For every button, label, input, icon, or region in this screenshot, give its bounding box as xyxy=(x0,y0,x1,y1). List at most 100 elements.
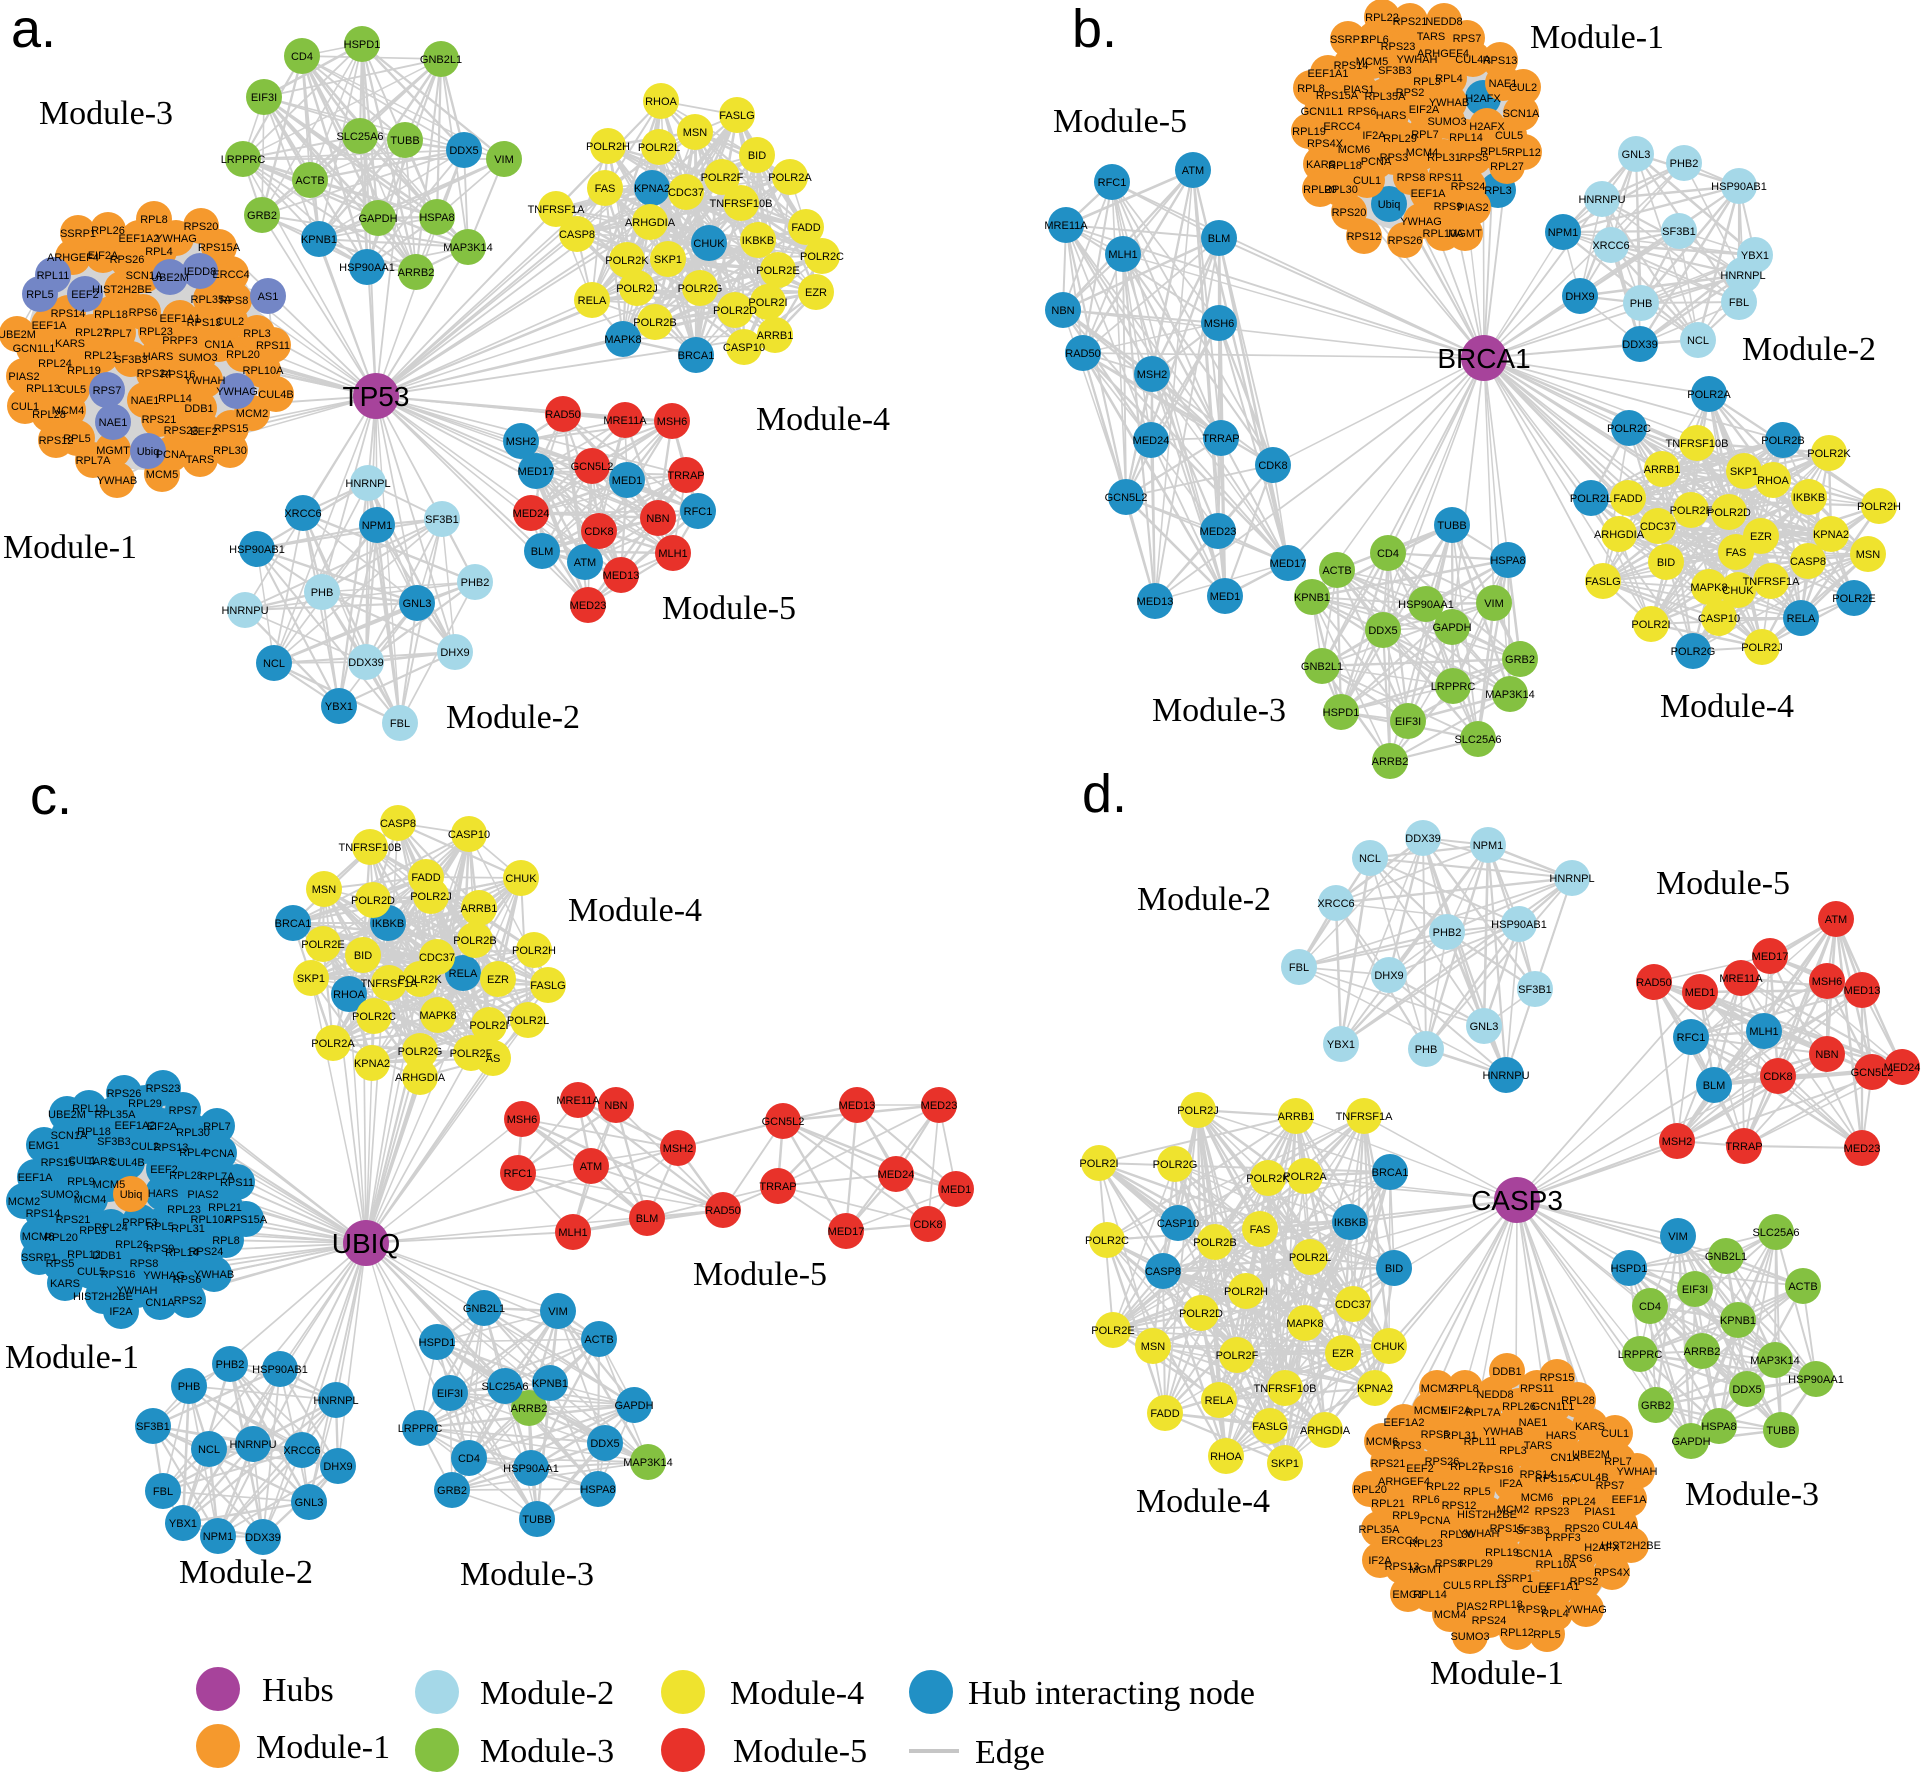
svg-text:MSH2: MSH2 xyxy=(1662,1136,1693,1148)
svg-text:SUMO3: SUMO3 xyxy=(1450,1631,1489,1643)
svg-text:SF3B1: SF3B1 xyxy=(1518,984,1552,996)
svg-text:GRB2: GRB2 xyxy=(1505,654,1535,666)
svg-text:FBL: FBL xyxy=(153,1486,173,1498)
svg-text:RPL3: RPL3 xyxy=(1484,185,1512,197)
svg-text:GAPDH: GAPDH xyxy=(614,1400,653,1412)
svg-text:POLR2F: POLR2F xyxy=(1216,1350,1259,1362)
svg-text:IF2A: IF2A xyxy=(1499,1478,1523,1490)
svg-text:EEF2: EEF2 xyxy=(150,1164,178,1176)
svg-text:RPL31: RPL31 xyxy=(1443,1430,1477,1442)
svg-text:POLR2I: POLR2I xyxy=(1631,619,1670,631)
svg-text:NCL: NCL xyxy=(1687,335,1709,347)
svg-text:TNFRSF10B: TNFRSF10B xyxy=(1254,1383,1317,1395)
svg-text:NEDD8: NEDD8 xyxy=(1425,16,1462,28)
svg-text:YWHAG: YWHAG xyxy=(143,1270,185,1282)
svg-text:RPL35A: RPL35A xyxy=(1365,91,1407,103)
svg-text:SF3B1: SF3B1 xyxy=(136,1421,170,1433)
svg-text:LRPPRC: LRPPRC xyxy=(398,1423,443,1435)
svg-text:RFC1: RFC1 xyxy=(1098,177,1127,189)
svg-text:Module-3: Module-3 xyxy=(1685,1476,1819,1513)
svg-text:RPL10A: RPL10A xyxy=(1536,1559,1578,1571)
svg-text:ARRB2: ARRB2 xyxy=(511,1403,548,1415)
svg-text:RELA: RELA xyxy=(1205,1395,1234,1407)
svg-text:POLR2D: POLR2D xyxy=(1179,1308,1223,1320)
svg-text:CUL2: CUL2 xyxy=(1522,1584,1550,1596)
svg-text:UBE2M: UBE2M xyxy=(0,329,36,341)
svg-text:GCN5L2: GCN5L2 xyxy=(571,461,614,473)
svg-text:CUL4A: CUL4A xyxy=(1602,1520,1638,1532)
svg-text:CUL1: CUL1 xyxy=(1601,1428,1629,1440)
svg-text:TUBB: TUBB xyxy=(522,1514,551,1526)
svg-text:Module-5: Module-5 xyxy=(733,1733,867,1770)
svg-text:Module-4: Module-4 xyxy=(1136,1483,1270,1520)
svg-text:RPL27: RPL27 xyxy=(1450,1461,1484,1473)
svg-text:HSP90AB1: HSP90AB1 xyxy=(252,1364,308,1376)
svg-text:RPL8: RPL8 xyxy=(212,1235,240,1247)
svg-text:NBN: NBN xyxy=(1815,1049,1838,1061)
svg-text:KPNA2: KPNA2 xyxy=(1813,529,1849,541)
svg-text:HIST2H2BE: HIST2H2BE xyxy=(73,1291,133,1303)
svg-text:RPS7: RPS7 xyxy=(169,1105,198,1117)
svg-text:HSPD1: HSPD1 xyxy=(419,1337,456,1349)
svg-text:Hubs: Hubs xyxy=(262,1672,334,1709)
svg-text:YWHAH: YWHAH xyxy=(117,1285,158,1297)
svg-text:Module-3: Module-3 xyxy=(39,95,173,132)
svg-text:HIST2H2BE: HIST2H2BE xyxy=(92,284,152,296)
svg-text:YWHAG: YWHAG xyxy=(155,233,197,245)
svg-text:VIM: VIM xyxy=(1484,598,1504,610)
svg-text:TNFRSF1A: TNFRSF1A xyxy=(1743,576,1801,588)
svg-text:RPL7: RPL7 xyxy=(1411,129,1439,141)
svg-text:RPL23: RPL23 xyxy=(167,1204,201,1216)
svg-text:PHB2: PHB2 xyxy=(1433,927,1462,939)
svg-text:NPM1: NPM1 xyxy=(362,520,393,532)
svg-text:ACTB: ACTB xyxy=(584,1334,613,1346)
svg-text:MED13: MED13 xyxy=(1844,985,1881,997)
svg-text:Ubiq: Ubiq xyxy=(120,1189,143,1201)
svg-text:POLR2C: POLR2C xyxy=(1607,423,1651,435)
svg-text:MLH1: MLH1 xyxy=(558,1227,587,1239)
svg-text:LRPPRC: LRPPRC xyxy=(1618,1349,1663,1361)
svg-text:POLR2E: POLR2E xyxy=(1091,1325,1134,1337)
svg-text:UBE2M: UBE2M xyxy=(151,272,189,284)
svg-text:NAE1: NAE1 xyxy=(99,417,128,429)
svg-text:RPL26: RPL26 xyxy=(115,1239,149,1251)
svg-text:SSRP1: SSRP1 xyxy=(1330,34,1366,46)
svg-text:RPS9: RPS9 xyxy=(146,1243,175,1255)
svg-text:KPNB1: KPNB1 xyxy=(1720,1315,1756,1327)
svg-text:H2AFX: H2AFX xyxy=(1465,93,1501,105)
svg-text:RPS13: RPS13 xyxy=(154,1142,189,1154)
svg-text:DDX5: DDX5 xyxy=(1732,1384,1761,1396)
svg-text:DDB1: DDB1 xyxy=(1492,1366,1521,1378)
svg-text:RPL7A: RPL7A xyxy=(1466,1407,1502,1419)
svg-text:EZR: EZR xyxy=(805,287,827,299)
svg-text:POLR2K: POLR2K xyxy=(398,974,442,986)
svg-text:CUL2: CUL2 xyxy=(216,316,244,328)
svg-text:EIF3I: EIF3I xyxy=(1395,716,1421,728)
svg-text:SSRP1: SSRP1 xyxy=(60,228,96,240)
svg-text:RPL19: RPL19 xyxy=(72,1103,106,1115)
svg-text:ATM: ATM xyxy=(574,557,596,569)
svg-text:DHX9: DHX9 xyxy=(323,1461,352,1473)
svg-text:Hub interacting node: Hub interacting node xyxy=(968,1675,1255,1712)
svg-text:RPL7A: RPL7A xyxy=(76,455,112,467)
svg-text:MED24: MED24 xyxy=(1884,1062,1921,1074)
svg-text:SCN1A: SCN1A xyxy=(51,1130,88,1142)
svg-text:EIF2A: EIF2A xyxy=(147,1121,178,1133)
svg-text:YBX1: YBX1 xyxy=(169,1518,197,1530)
svg-text:RPS14: RPS14 xyxy=(26,1208,61,1220)
svg-text:CD4: CD4 xyxy=(1639,1301,1661,1313)
svg-text:YWHAB: YWHAB xyxy=(97,475,137,487)
svg-text:SLC25A6: SLC25A6 xyxy=(336,131,383,143)
svg-text:UBE2M: UBE2M xyxy=(48,1109,86,1121)
svg-text:UBE2M: UBE2M xyxy=(1572,1449,1610,1461)
svg-text:GAPDH: GAPDH xyxy=(1671,1436,1710,1448)
svg-text:RPL20: RPL20 xyxy=(44,1232,78,1244)
svg-text:CUL1: CUL1 xyxy=(68,1155,96,1167)
svg-text:MLH1: MLH1 xyxy=(658,548,687,560)
svg-text:Module-4: Module-4 xyxy=(756,401,890,438)
svg-text:PRPF3: PRPF3 xyxy=(162,335,197,347)
svg-text:MED24: MED24 xyxy=(878,1169,915,1181)
svg-text:EEF2: EEF2 xyxy=(71,289,99,301)
svg-text:RPL4: RPL4 xyxy=(1435,73,1463,85)
svg-text:RPS6: RPS6 xyxy=(173,1274,202,1286)
